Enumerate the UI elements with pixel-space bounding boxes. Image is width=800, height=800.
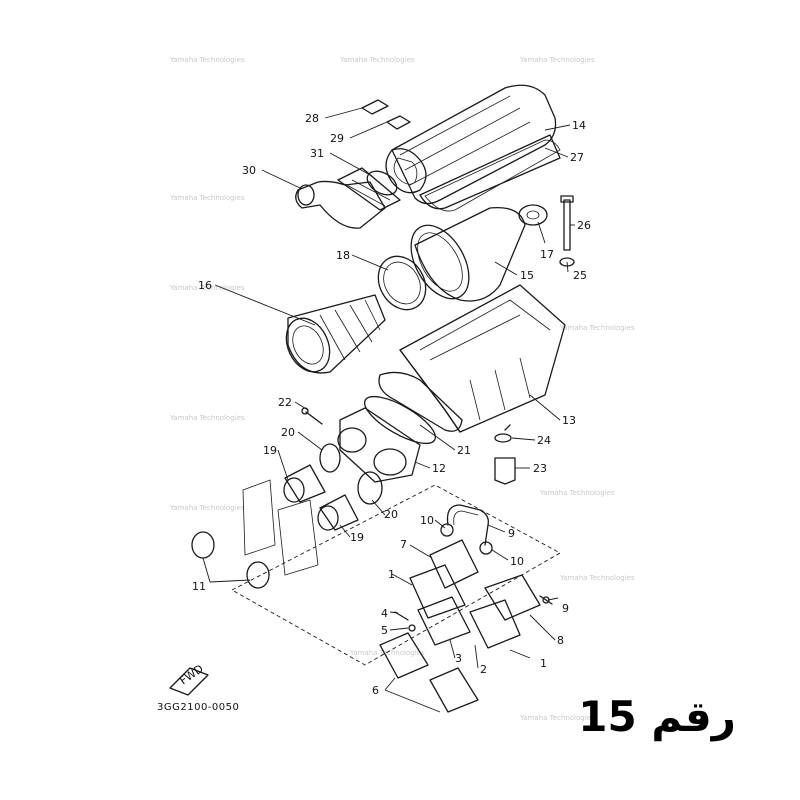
callout-18: 18 bbox=[336, 249, 350, 262]
callout-20: 20 bbox=[281, 426, 295, 439]
callout-29: 24 bbox=[537, 434, 551, 447]
callout-25: 29 bbox=[330, 132, 344, 145]
airbox-body-part bbox=[378, 284, 566, 433]
intake-joint-part bbox=[337, 407, 421, 483]
callout-19b: 19 bbox=[350, 531, 364, 544]
callout-6: 6 bbox=[372, 684, 379, 697]
callout-15: 15 bbox=[520, 269, 534, 282]
callout-28: 23 bbox=[533, 462, 547, 475]
watermark: Yamaha Technologies bbox=[169, 414, 245, 422]
callout-12: 12 bbox=[432, 462, 446, 475]
callout-23: 27 bbox=[570, 151, 584, 164]
callout-10: 10 bbox=[420, 514, 434, 527]
watermark: Yamaha Technologies bbox=[349, 649, 425, 657]
callout-2: 2 bbox=[480, 663, 487, 676]
callout-3: 3 bbox=[455, 652, 462, 665]
callout-31: 26 bbox=[577, 219, 591, 232]
watermark: Yamaha Technologies bbox=[169, 56, 245, 64]
callout-5: 5 bbox=[381, 624, 388, 637]
fwd-label: FWD bbox=[177, 662, 205, 687]
callout-13: 13 bbox=[562, 414, 576, 427]
callout-1: 1 bbox=[388, 568, 395, 581]
reed-valve-part bbox=[429, 539, 541, 621]
bolt-assembly-part bbox=[518, 195, 575, 267]
cover-seal-part bbox=[424, 139, 561, 212]
callout-24: 28 bbox=[305, 112, 319, 125]
callout-21: 21 bbox=[457, 444, 471, 457]
callout-19: 19 bbox=[263, 444, 277, 457]
callout-30: 25 bbox=[573, 269, 587, 282]
callout-7b: 8 bbox=[557, 634, 564, 647]
joint-gasket-part bbox=[364, 395, 436, 445]
fwd-arrow-icon: FWD bbox=[169, 662, 209, 696]
leader-lines bbox=[202, 107, 575, 713]
air-duct-part bbox=[295, 167, 401, 229]
callout-4: 4 bbox=[381, 607, 388, 620]
screw-part bbox=[301, 407, 323, 425]
page-number-label: رقم 15 bbox=[578, 692, 736, 741]
callout-11: 11 bbox=[192, 580, 206, 593]
callout-27: 31 bbox=[310, 147, 324, 160]
callout-20b: 20 bbox=[384, 508, 398, 521]
callout-22: 22 bbox=[278, 396, 292, 409]
crankcase-hose-part bbox=[440, 504, 493, 555]
watermark: Yamaha Technologies bbox=[339, 56, 415, 64]
filter-cage-part bbox=[285, 294, 386, 374]
watermark: Yamaha Technologies bbox=[559, 324, 635, 332]
callout-1b: 1 bbox=[540, 657, 547, 670]
watermark: Yamaha Technologies bbox=[169, 194, 245, 202]
watermark: Yamaha Technologies bbox=[169, 504, 245, 512]
callout-26: 30 bbox=[242, 164, 256, 177]
callout-10b: 10 bbox=[510, 555, 524, 568]
drain-plug-part bbox=[494, 457, 516, 485]
carburetor-group-part bbox=[231, 479, 561, 666]
callout-7: 7 bbox=[400, 538, 407, 551]
callout-9: 9 bbox=[508, 527, 515, 540]
filter-element-part bbox=[410, 206, 526, 302]
hose-clamp-part bbox=[319, 443, 383, 505]
airbox-cover-part bbox=[385, 84, 561, 210]
clips-part bbox=[361, 99, 411, 130]
reed-valve-assembly-part bbox=[409, 564, 521, 649]
callout-17: 17 bbox=[540, 248, 554, 261]
carb-joint-part bbox=[283, 464, 359, 531]
watermark: Yamaha Technologies bbox=[539, 489, 615, 497]
callouts: 28 29 30 31 14 27 26 17 15 25 18 16 13 2… bbox=[192, 112, 591, 697]
callout-14: 14 bbox=[572, 119, 586, 132]
watermark: Yamaha Technologies bbox=[559, 574, 635, 582]
drain-clip-part bbox=[494, 424, 512, 443]
watermark: Yamaha Technologies bbox=[169, 284, 245, 292]
clamp-part bbox=[366, 170, 398, 196]
watermark: Yamaha Technologies bbox=[519, 714, 595, 722]
drawing-code: 3GG2100-0050 bbox=[157, 702, 240, 713]
callout-8: 9 bbox=[562, 602, 569, 615]
reed-gaskets-part bbox=[379, 632, 479, 713]
gasket-ring-part bbox=[377, 255, 427, 311]
watermark: Yamaha Technologies bbox=[519, 56, 595, 64]
watermarks: Yamaha Technologies Yamaha Technologies … bbox=[169, 56, 635, 722]
callout-16: 16 bbox=[198, 279, 212, 292]
